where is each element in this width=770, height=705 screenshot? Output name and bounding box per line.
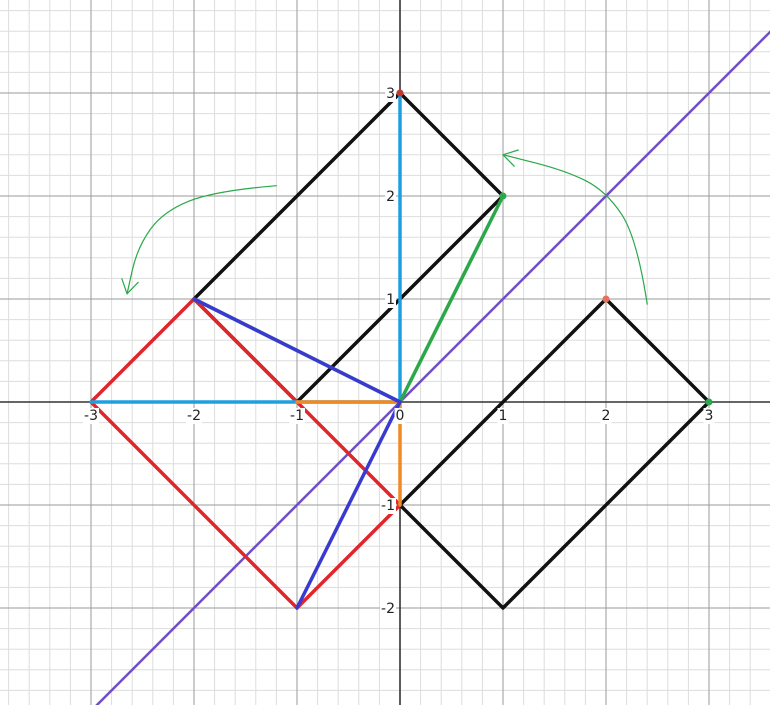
x-tick-label: 1 (499, 408, 508, 424)
point-0-3 (396, 89, 404, 97)
annotations (121, 149, 648, 305)
y-tick-label-bg (385, 292, 396, 308)
x-tick-label: 0 (396, 408, 405, 424)
y-tick-label-bg (380, 601, 396, 617)
x-tick-label-bg (600, 408, 612, 424)
tick-labels: -3 -2 -1 0 1 2 3 -2 -1 1 2 3 (83, 86, 715, 617)
point-1-2 (499, 192, 507, 200)
y-tick-label: -1 (381, 498, 395, 514)
y-tick-label-bg (385, 86, 396, 102)
y-tick-label: 3 (386, 86, 395, 102)
green-arrow-left-head (121, 278, 139, 295)
x-tick-label-bg (83, 408, 99, 424)
y-tick-label-bg (380, 498, 396, 514)
point-3-0 (705, 398, 713, 406)
green-arrow-left (126, 185, 277, 295)
green-to-1-2 (398, 194, 505, 404)
y-tick-label-bg (385, 189, 396, 205)
reference-lines (95, 30, 770, 705)
x-tick-label: 3 (705, 408, 714, 424)
x-tick-label-bg (394, 408, 406, 424)
green-arrow-right-head (502, 149, 519, 167)
x-tick-label-bg (497, 408, 509, 424)
blue-to-neg1-neg2 (295, 400, 402, 610)
square-right (398, 297, 711, 610)
segments (89, 91, 505, 610)
x-tick-label: -1 (290, 408, 304, 424)
x-tick-label: 2 (602, 408, 611, 424)
blue-to-neg2-1 (192, 297, 402, 404)
square-upper (192, 91, 505, 404)
line-y-equals-x (95, 30, 770, 705)
point-2-1 (602, 295, 610, 303)
x-tick-label: -2 (187, 408, 201, 424)
y-tick-label: -2 (381, 601, 395, 617)
x-tick-label-bg (703, 408, 715, 424)
green-arrow-right (502, 154, 648, 305)
points (396, 89, 713, 406)
y-tick-label: 1 (386, 292, 395, 308)
y-tick-label: 2 (386, 189, 395, 205)
x-tick-label-bg (186, 408, 202, 424)
x-tick-label: -3 (84, 408, 98, 424)
x-tick-label-bg (289, 408, 305, 424)
